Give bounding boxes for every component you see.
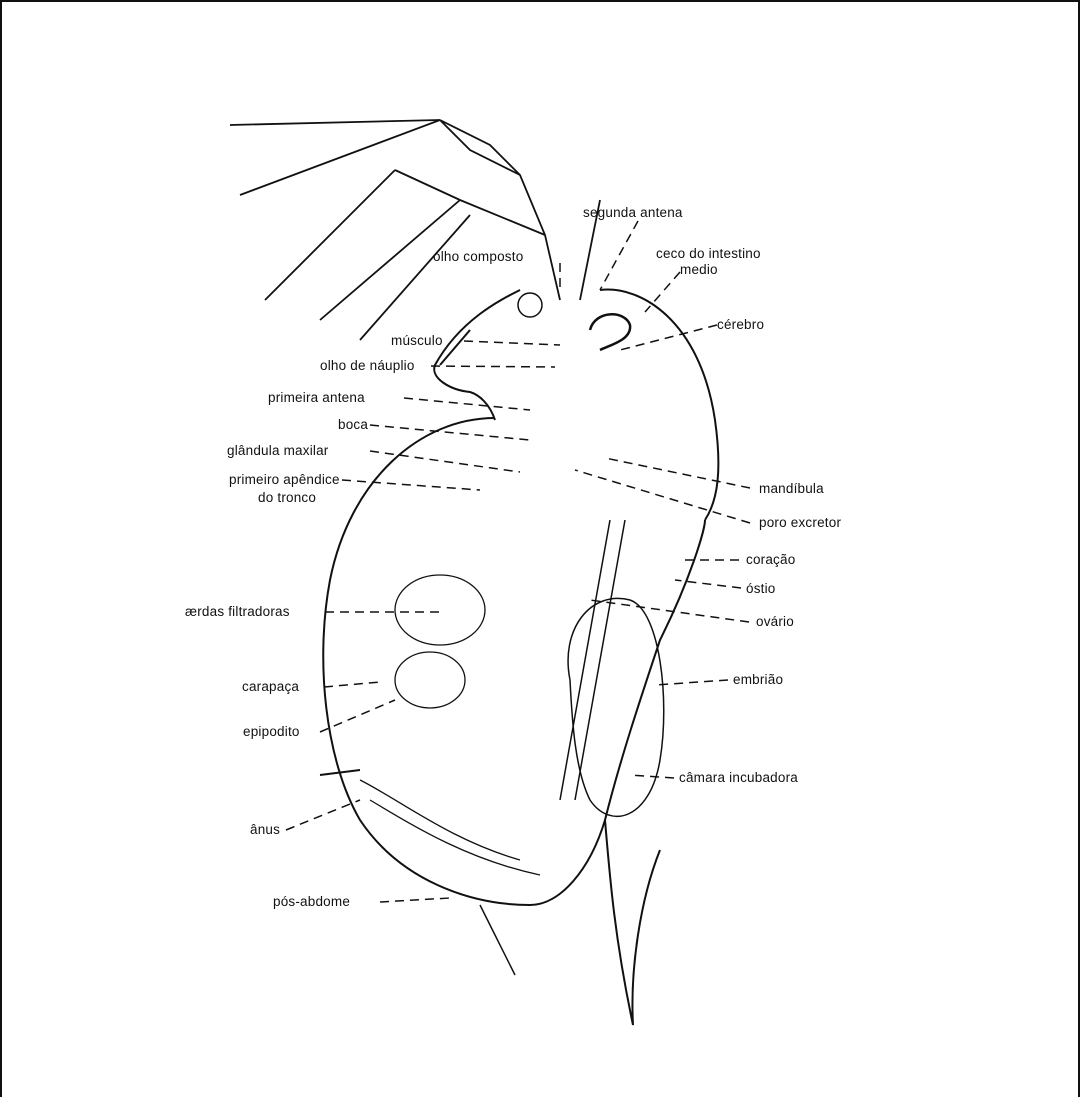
label-pos-abdome: pós-abdome	[273, 894, 350, 910]
label-poro-excretor: poro excretor	[759, 515, 841, 531]
label-ceco-intestino: ceco do intestino	[656, 246, 761, 262]
label-camara-incubadora: câmara incubadora	[679, 770, 798, 786]
label-anus: ânus	[250, 822, 280, 838]
label-ovario: ovário	[756, 614, 794, 630]
label-segunda-antena: segunda antena	[583, 205, 683, 221]
label-mandibula: mandíbula	[759, 481, 824, 497]
label-primeiro-apendice-2: do tronco	[258, 490, 316, 506]
label-olho-nauplio: olho de náuplio	[320, 358, 415, 374]
label-epipodito: epipodito	[243, 724, 300, 740]
label-coracao: coração	[746, 552, 795, 568]
label-olho-composto: olho composto	[433, 249, 523, 265]
label-boca: boca	[338, 417, 368, 433]
antennae	[230, 120, 600, 340]
label-primeira-antena: primeira antena	[268, 390, 365, 406]
leader-lines	[286, 221, 750, 902]
label-musculo: músculo	[391, 333, 443, 349]
label-primeiro-apendice: primeiro apêndice	[229, 472, 340, 488]
label-cerdas-filtradoras: ærdas filtradoras	[185, 604, 290, 620]
label-glandula-maxilar: glândula maxilar	[227, 443, 329, 459]
body-outline	[320, 290, 718, 1025]
label-ostio: óstio	[746, 581, 776, 597]
label-ceco-intestino-2: medio	[680, 262, 718, 278]
label-cerebro: cérebro	[717, 317, 764, 333]
label-embriao: embrião	[733, 672, 783, 688]
label-carapaca: carapaça	[242, 679, 299, 695]
